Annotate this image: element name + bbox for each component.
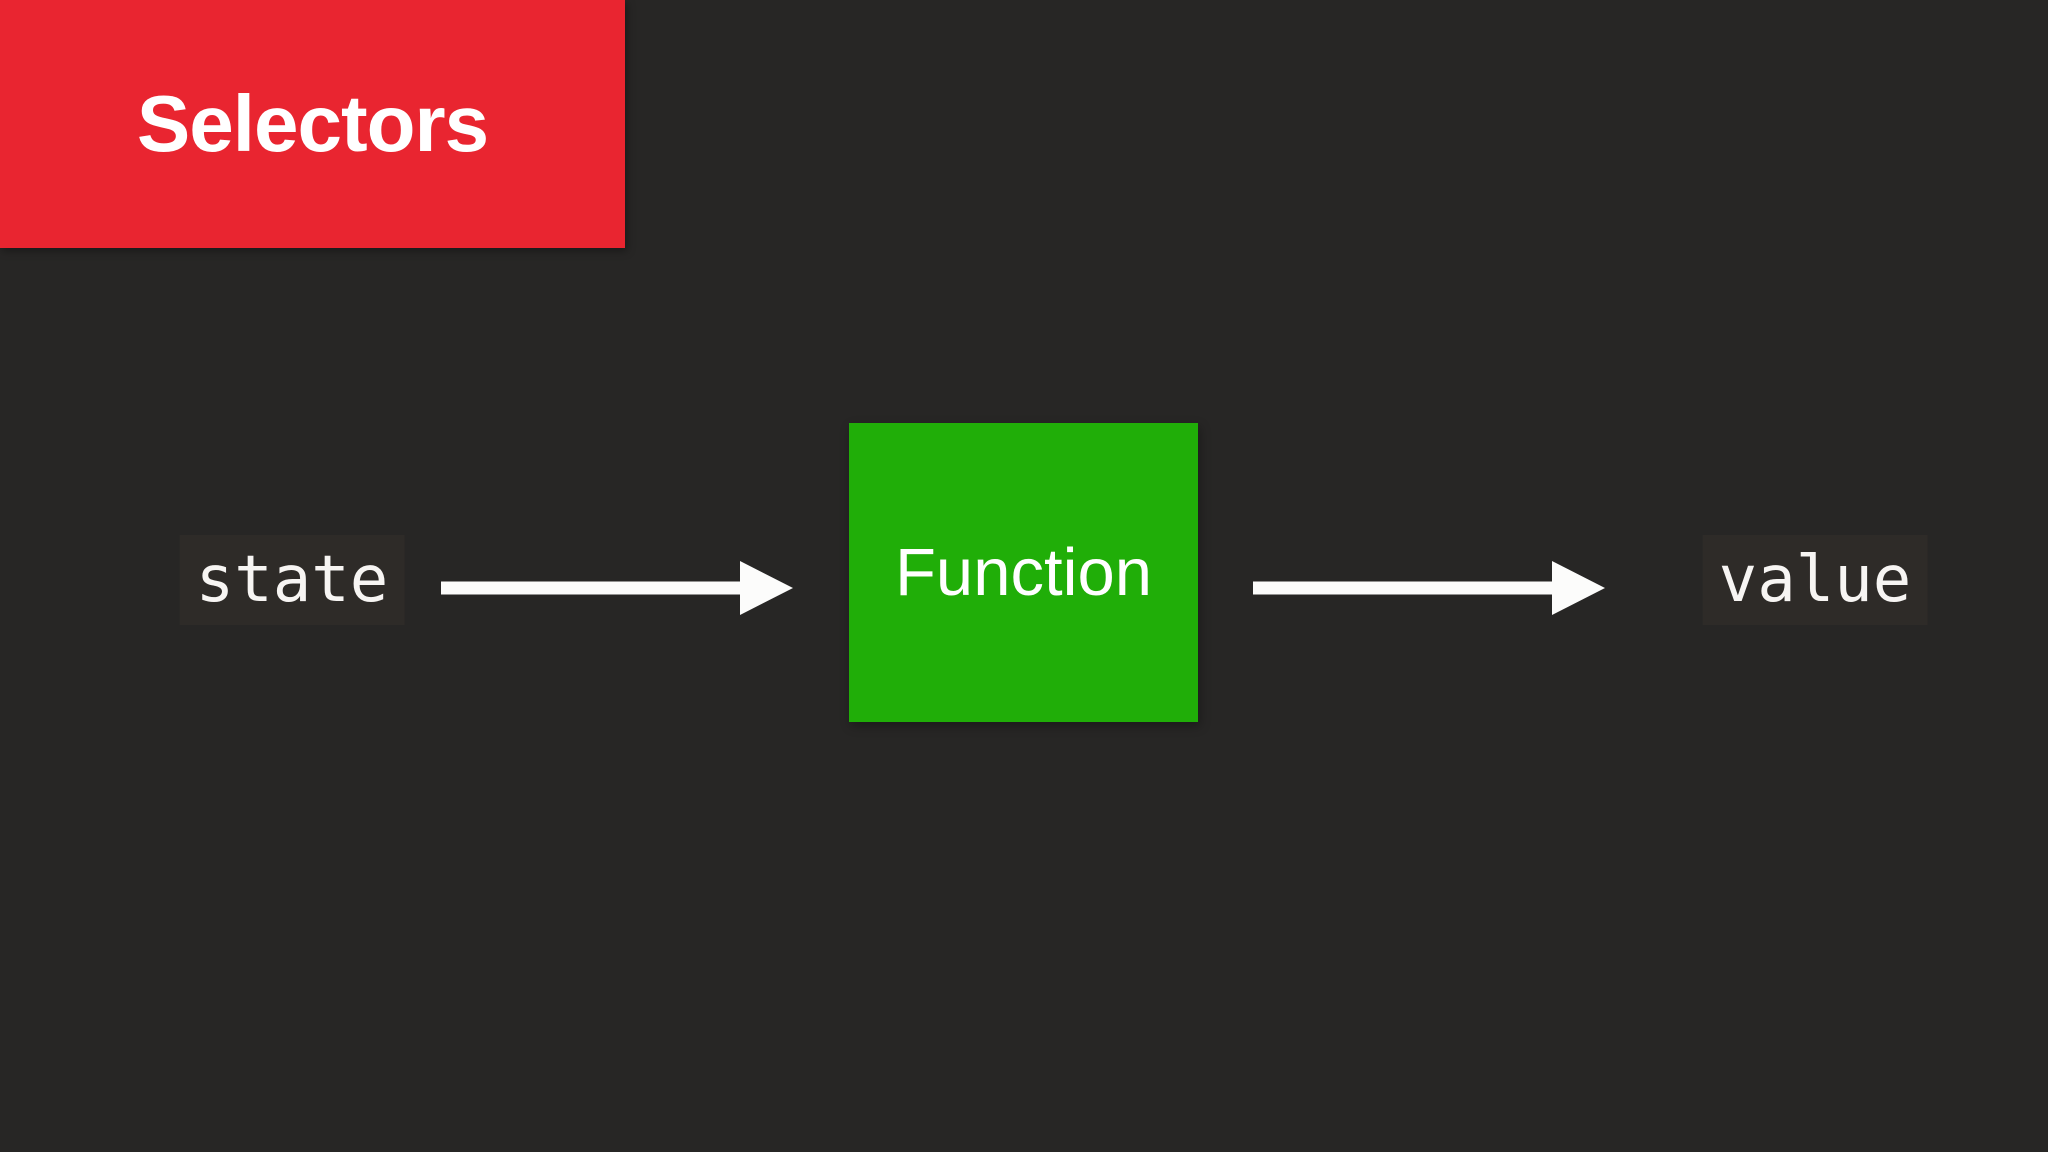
function-box: Function xyxy=(849,423,1198,722)
arrow-right-icon xyxy=(441,561,793,615)
function-label: Function xyxy=(895,535,1152,610)
title-banner: Selectors xyxy=(0,0,625,248)
state-label: state xyxy=(179,535,405,625)
arrow-right-icon xyxy=(1253,561,1605,615)
value-label: value xyxy=(1702,535,1928,625)
slide-title: Selectors xyxy=(136,79,489,168)
